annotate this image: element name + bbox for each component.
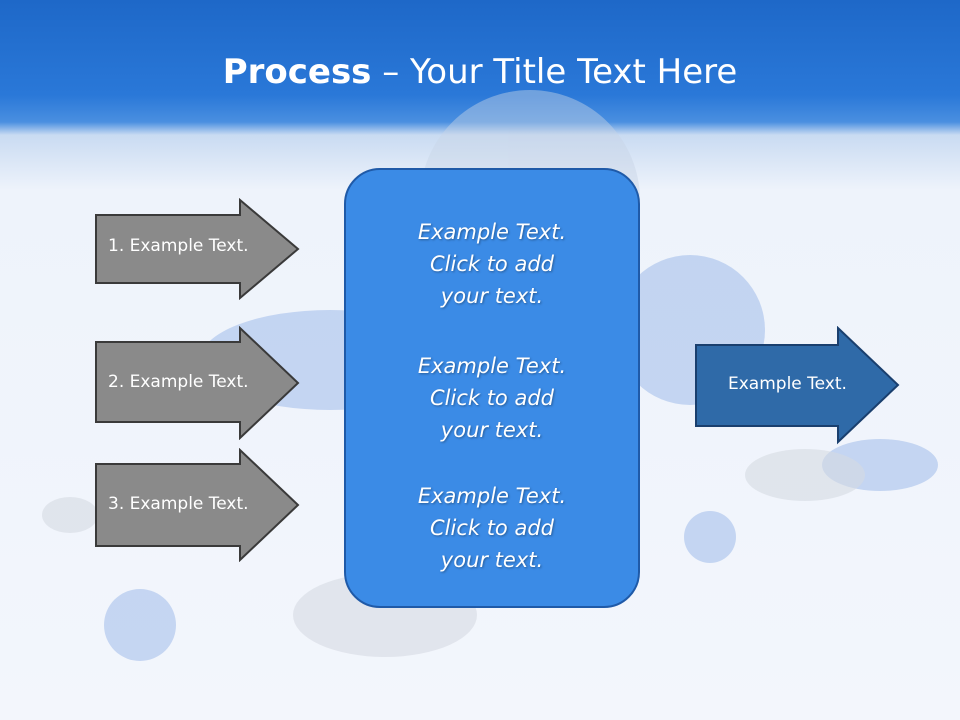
gear-blue-small-right [684,511,736,563]
title-rest: – Your Title Text Here [371,52,738,92]
gear-silver-right [745,449,865,501]
step-arrow-1[interactable]: 1. Example Text. [94,197,300,304]
center-text-block-1: Example Text. Click to add your text. [346,216,638,312]
output-arrow[interactable]: Example Text. [694,325,900,450]
step-label-2: 2. Example Text. [108,372,249,392]
right-arrow-shape [95,447,300,563]
text-line: your text. [440,284,544,308]
gear-blue-small-left [104,589,176,661]
text-line: your text. [440,418,544,442]
center-text-box[interactable]: Example Text. Click to add your text. Ex… [344,168,640,608]
right-arrow-shape [95,197,300,301]
output-label: Example Text. [728,374,847,394]
center-text-block-3: Example Text. Click to add your text. [346,480,638,576]
text-line: Click to add [429,516,554,540]
right-arrow-shape [695,325,900,445]
right-arrow-shape [95,325,300,441]
step-label-1: 1. Example Text. [108,236,249,256]
text-line: Click to add [429,386,554,410]
step-label-3: 3. Example Text. [108,494,249,514]
text-line: Example Text. [417,220,567,244]
text-line: Click to add [429,252,554,276]
title-bold: Process [222,52,372,92]
center-text-block-2: Example Text. Click to add your text. [346,350,638,446]
slide-title: Process – Your Title Text Here [0,52,960,92]
gear-silver-left [42,497,98,533]
text-line: Example Text. [417,354,567,378]
step-arrow-3[interactable]: 3. Example Text. [94,447,300,566]
step-arrow-2[interactable]: 2. Example Text. [94,325,300,444]
text-line: Example Text. [417,484,567,508]
text-line: your text. [440,548,544,572]
